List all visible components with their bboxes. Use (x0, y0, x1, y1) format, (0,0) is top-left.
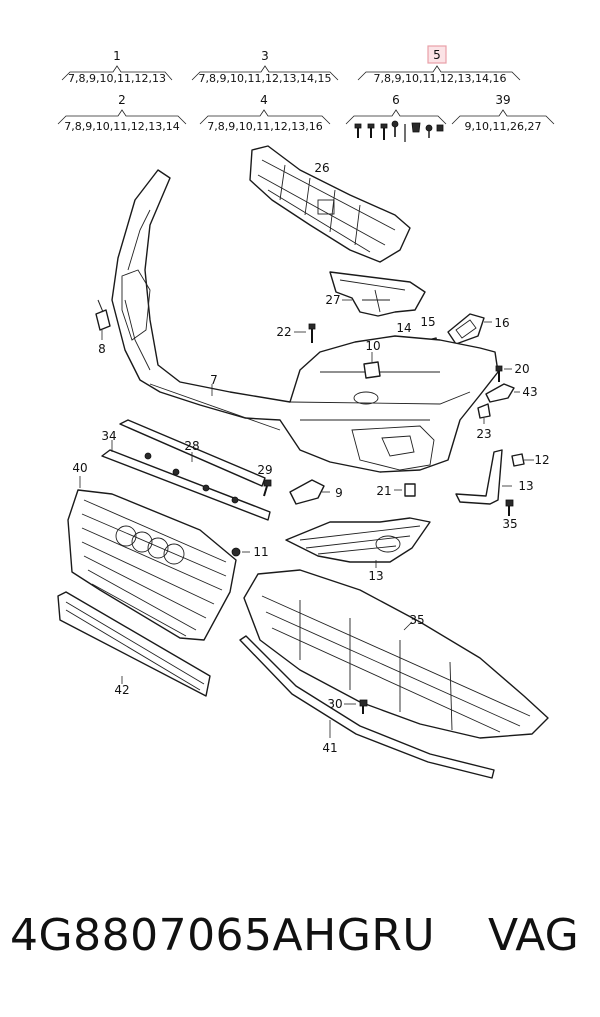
honeycomb-grille-42[interactable] (285, 517, 431, 563)
sensor-holder-8[interactable] (95, 299, 111, 331)
screw-20[interactable] (495, 365, 503, 382)
callout-26: 26 (314, 161, 329, 175)
side-bracket-11[interactable] (455, 449, 503, 505)
group-id: 5 (433, 48, 441, 62)
tow-eye-cover-9[interactable] (289, 479, 325, 505)
header-group-3[interactable]: 3 7,8,9,10,11,12,13,14,15 (191, 49, 339, 85)
callout-16: 16 (494, 316, 509, 330)
callout-8: 8 (98, 342, 106, 356)
callout-21: 21 (376, 484, 391, 498)
screw-22[interactable] (308, 323, 316, 343)
trim-strip-34[interactable] (101, 449, 271, 521)
spoiler-lip-32[interactable] (239, 635, 495, 779)
clip-21[interactable] (404, 483, 416, 497)
screw-29[interactable] (263, 479, 272, 497)
callout-34: 34 (101, 429, 116, 443)
callout-14: 14 (396, 321, 411, 335)
callout-12: 12 (534, 453, 549, 467)
callout-23: 23 (476, 427, 491, 441)
group-items: 7,8,9,10,11,12,13 (68, 72, 166, 85)
group-id: 39 (495, 93, 510, 107)
brand-name: VAG (488, 910, 579, 961)
group-items: 7,8,9,10,11,12,13,14,15 (199, 72, 332, 85)
group-id: 6 (392, 93, 400, 107)
callout-28: 28 (184, 439, 199, 453)
clip-12[interactable] (511, 453, 525, 467)
bumper-cover-7[interactable] (111, 169, 499, 473)
callout-13: 35 (502, 517, 517, 531)
callout-20: 20 (514, 362, 529, 376)
cover-cap-16[interactable] (447, 313, 485, 345)
callout-11: 13 (518, 479, 533, 493)
washer-jet-cover-43[interactable] (485, 383, 515, 403)
callout-22: 22 (276, 325, 291, 339)
callout-40: 40 (72, 461, 87, 475)
callout-35: 11 (253, 545, 268, 559)
callout-27: 27 (325, 293, 340, 307)
group-id: 4 (260, 93, 268, 107)
header-group-4[interactable]: 4 7,8,9,10,11,12,13,16 (199, 93, 331, 133)
screw-13[interactable] (505, 499, 514, 516)
group-items: 7,8,9,10,11,12,13,16 (207, 120, 322, 133)
header-group-5[interactable]: 5 7,8,9,10,11,12,13,14,16 (357, 45, 521, 85)
header-group-6[interactable]: 6 (345, 93, 447, 142)
clip-10[interactable] (363, 361, 381, 379)
callout-41: 42 (114, 683, 129, 697)
callout-32: 41 (322, 741, 337, 755)
callout-43: 43 (522, 385, 537, 399)
clip-23[interactable] (477, 403, 491, 419)
callout-7: 7 (210, 373, 218, 387)
callout-15: 15 (420, 315, 435, 329)
group-items: 7,8,9,10,11,12,13,14 (64, 120, 179, 133)
fastener-set-icon (354, 120, 444, 142)
header-group-39[interactable]: 39 9,10,11,26,27 (451, 93, 555, 133)
group-id: 3 (261, 49, 269, 63)
header-group-2[interactable]: 2 7,8,9,10,11,12,13,14 (57, 93, 187, 133)
group-id: 1 (113, 49, 121, 63)
callout-10: 10 (365, 339, 380, 353)
exploded-parts-diagram: 1 7,8,9,10,11,12,13 3 7,8,9,10,11,12,13,… (57, 45, 555, 779)
highlight-box (427, 45, 447, 64)
callout-9: 9 (335, 486, 343, 500)
radiator-grille-40[interactable] (67, 489, 237, 641)
bracket-27[interactable] (329, 271, 426, 317)
group-id: 2 (118, 93, 126, 107)
bracket-strip-28[interactable] (119, 419, 266, 504)
header-group-1[interactable]: 1 7,8,9,10,11,12,13 (61, 49, 173, 85)
lower-grille-41[interactable] (57, 591, 211, 697)
nut-35[interactable] (231, 547, 241, 557)
grille-carrier-bracket[interactable] (249, 145, 411, 263)
screw-31[interactable] (359, 699, 368, 714)
callout-30: 35 (409, 613, 424, 627)
group-items: 7,8,9,10,11,12,13,14,16 (374, 72, 507, 85)
group-items: 9,10,11,26,27 (465, 120, 542, 133)
part-number: 4G8807065AHGRU (10, 910, 436, 961)
callout-42: 13 (368, 569, 383, 583)
underbody-panel-30[interactable] (243, 569, 549, 739)
callout-29: 29 (257, 463, 272, 477)
